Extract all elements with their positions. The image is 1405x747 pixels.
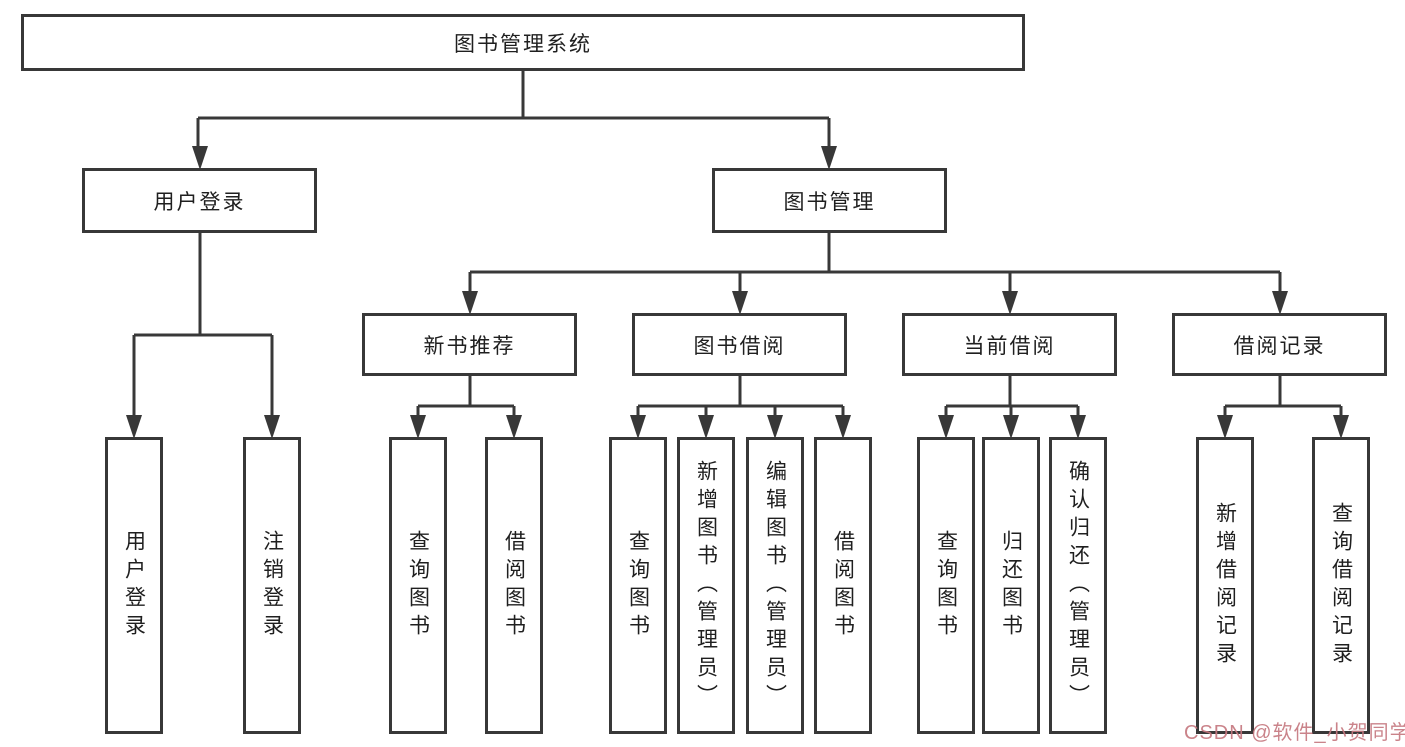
node-label: 新书推荐 <box>423 334 516 358</box>
arrow-down-icon <box>1002 291 1018 315</box>
leaf-label: 查询图书 <box>626 529 650 642</box>
connector-borrow-to-leaves <box>636 376 845 418</box>
csdn-watermark: CSDN @软件_小贺同学 <box>1184 722 1405 744</box>
leaf-label: 确认归还（管理员） <box>1066 459 1090 712</box>
leaf-label: 查询借阅记录 <box>1329 501 1353 670</box>
arrow-down-icon <box>835 415 851 439</box>
node-current-borrowing: 当前借阅 <box>902 313 1117 376</box>
leaf-return-book: 归还图书 <box>982 437 1040 734</box>
arrow-down-icon <box>126 415 142 439</box>
node-label: 当前借阅 <box>963 334 1056 358</box>
arrow-down-icon <box>1070 415 1086 439</box>
leaf-query-books-recommend: 查询图书 <box>389 437 447 734</box>
leaf-label: 查询图书 <box>406 529 430 642</box>
connector-root-to-level2 <box>196 70 831 148</box>
node-label: 用户登录 <box>153 190 246 214</box>
leaf-add-book-admin: 新增图书（管理员） <box>677 437 735 734</box>
connector-records-to-leaves <box>1223 376 1343 418</box>
node-label: 图书借阅 <box>693 334 786 358</box>
arrow-down-icon <box>767 415 783 439</box>
node-book-borrowing: 图书借阅 <box>632 313 847 376</box>
connector-current-to-leaves <box>944 376 1080 418</box>
leaf-user-login: 用户登录 <box>105 437 163 734</box>
node-label: 图书管理 <box>783 190 876 214</box>
leaf-label: 借阅图书 <box>831 529 855 642</box>
arrow-down-icon <box>698 415 714 439</box>
connector-login-to-leaves <box>132 232 274 418</box>
leaf-query-books-borrow: 查询图书 <box>609 437 667 734</box>
arrow-down-icon <box>192 146 208 170</box>
leaf-label: 查询图书 <box>934 529 958 642</box>
leaf-query-books-current: 查询图书 <box>917 437 975 734</box>
arrow-down-icon <box>1272 291 1288 315</box>
leaf-borrow-books-recommend: 借阅图书 <box>485 437 543 734</box>
leaf-query-borrow-record: 查询借阅记录 <box>1312 437 1370 734</box>
node-book-management: 图书管理 <box>712 168 947 233</box>
leaf-confirm-return-admin: 确认归还（管理员） <box>1049 437 1107 734</box>
leaf-label: 借阅图书 <box>502 529 526 642</box>
arrow-down-icon <box>938 415 954 439</box>
leaf-logout: 注销登录 <box>243 437 301 734</box>
arrow-down-icon <box>1333 415 1349 439</box>
arrow-down-icon <box>264 415 280 439</box>
arrow-down-icon <box>630 415 646 439</box>
node-label: 图书管理系统 <box>454 32 592 56</box>
node-label: 借阅记录 <box>1233 334 1326 358</box>
node-borrowing-records: 借阅记录 <box>1172 313 1387 376</box>
node-root-system: 图书管理系统 <box>21 14 1025 71</box>
arrow-down-icon <box>1003 415 1019 439</box>
leaf-add-borrow-record: 新增借阅记录 <box>1196 437 1254 734</box>
arrow-down-icon <box>462 291 478 315</box>
connector-newbook-to-leaves <box>416 376 516 418</box>
leaf-edit-book-admin: 编辑图书（管理员） <box>746 437 804 734</box>
leaf-label: 用户登录 <box>122 529 146 642</box>
node-user-login: 用户登录 <box>82 168 317 233</box>
connector-mgmt-to-level3 <box>468 233 1282 294</box>
leaf-label: 新增借阅记录 <box>1213 501 1237 670</box>
leaf-label: 归还图书 <box>999 529 1023 642</box>
arrow-down-icon <box>506 415 522 439</box>
leaf-borrow-books: 借阅图书 <box>814 437 872 734</box>
leaf-label: 注销登录 <box>260 529 284 642</box>
arrow-down-icon <box>821 146 837 170</box>
arrow-down-icon <box>410 415 426 439</box>
node-new-book-recommend: 新书推荐 <box>362 313 577 376</box>
arrow-down-icon <box>1217 415 1233 439</box>
leaf-label: 新增图书（管理员） <box>694 459 718 712</box>
leaf-label: 编辑图书（管理员） <box>763 459 787 712</box>
arrow-down-icon <box>732 291 748 315</box>
